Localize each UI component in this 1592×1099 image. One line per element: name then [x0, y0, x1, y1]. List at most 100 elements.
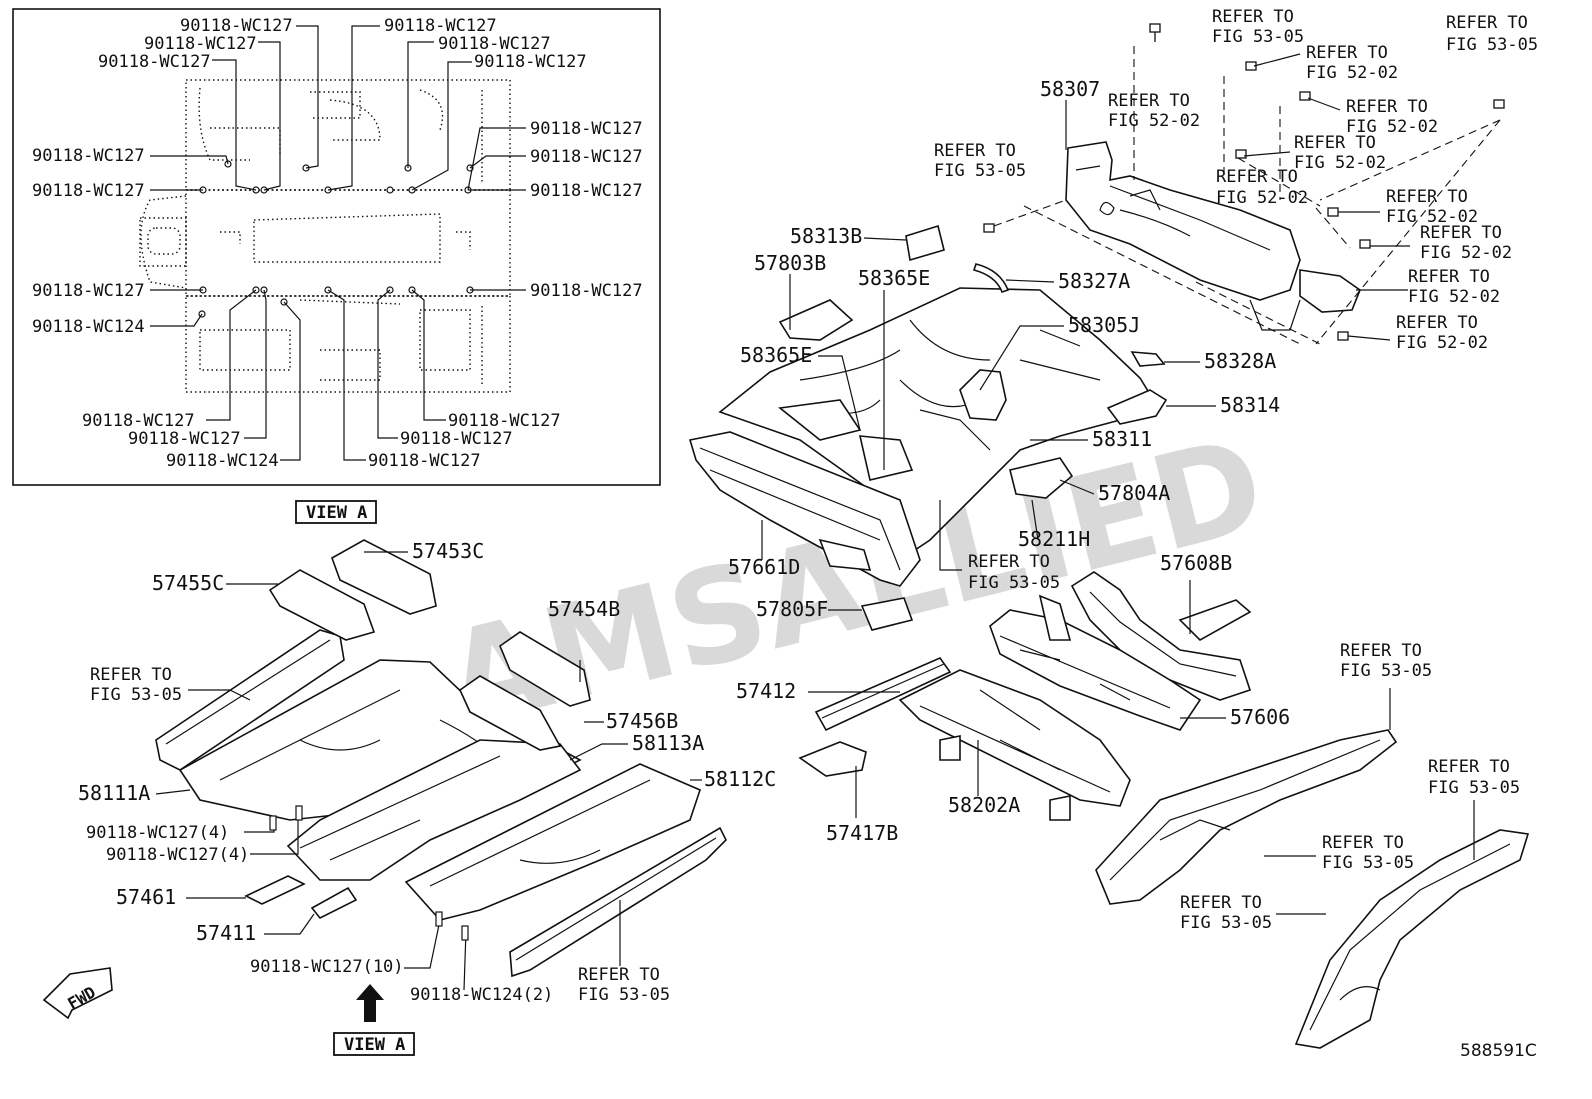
underside-floor-outline [139, 79, 511, 393]
fastener-f4: 90118-WC124(2) [410, 985, 553, 1005]
label-57803B: 57803B [754, 251, 826, 275]
svg-text:FIG 52-02: FIG 52-02 [1108, 111, 1200, 131]
svg-text:REFER TO: REFER TO [1216, 167, 1298, 187]
label-58327A: 58327A [1058, 269, 1130, 293]
svg-text:FIG 52-02: FIG 52-02 [1294, 153, 1386, 173]
label-58305J: 58305J [1068, 313, 1140, 337]
rear-crossmember-58307 [1065, 141, 1361, 331]
va-label-b6: 90118-WC127 [368, 451, 481, 471]
svg-text:FIG 52-02: FIG 52-02 [1420, 243, 1512, 263]
rocker-right [509, 826, 727, 978]
tunnel-57661D [688, 431, 921, 587]
va-label-t4: 90118-WC127 [384, 16, 497, 36]
bracket-57417B [798, 741, 867, 777]
va-label-b2: 90118-WC127 [128, 429, 241, 449]
svg-text:FIG 52-02: FIG 52-02 [1216, 188, 1308, 208]
rear-side-member-lower [1294, 829, 1530, 1049]
part-labels: 58307 58313B 57803B 58365E 58327A 58305J… [78, 77, 1290, 945]
svg-text:REFER TO: REFER TO [1108, 91, 1190, 111]
va-label-t6: 90118-WC127 [474, 52, 587, 72]
label-57455C: 57455C [152, 571, 224, 595]
svg-text:REFER TO: REFER TO [1294, 133, 1376, 153]
small-brackets [778, 224, 1166, 631]
va-label-r1: 90118-WC127 [530, 119, 643, 139]
svg-text:REFER TO: REFER TO [1386, 187, 1468, 207]
label-58307: 58307 [1040, 77, 1100, 101]
svg-text:FIG 53-05: FIG 53-05 [1322, 853, 1414, 873]
svg-text:REFER TO: REFER TO [90, 665, 172, 685]
svg-text:FIG 53-05: FIG 53-05 [934, 161, 1026, 181]
svg-text:REFER TO: REFER TO [1396, 313, 1478, 333]
va-label-r2: 90118-WC127 [530, 147, 643, 167]
svg-text:FIG 53-05: FIG 53-05 [1212, 27, 1304, 47]
label-57411: 57411 [196, 921, 256, 945]
crossmembers-front [244, 539, 591, 920]
svg-text:FIG 53-05: FIG 53-05 [1340, 661, 1432, 681]
label-58328A: 58328A [1204, 349, 1276, 373]
svg-text:REFER TO: REFER TO [1340, 641, 1422, 661]
svg-text:VIEW A: VIEW A [344, 1035, 405, 1055]
svg-text:REFER TO: REFER TO [968, 552, 1050, 572]
label-58314: 58314 [1220, 393, 1280, 417]
svg-text:FIG 53-05: FIG 53-05 [90, 685, 182, 705]
svg-text:FIG 52-02: FIG 52-02 [1346, 117, 1438, 137]
label-58202A: 58202A [948, 793, 1020, 817]
label-57805F: 57805F [756, 597, 828, 621]
va-label-l1: 90118-WC127 [32, 146, 145, 166]
view-a-leaders [150, 25, 526, 461]
bolt-holes [198, 160, 474, 318]
fastener-labels: 90118-WC127(4) 90118-WC127(4) 90118-WC12… [86, 823, 553, 1005]
view-a-inset: 90118-WC127 90118-WC127 90118-WC127 9011… [12, 8, 661, 486]
svg-text:REFER TO: REFER TO [1180, 893, 1262, 913]
svg-text:FIG 52-02: FIG 52-02 [1306, 63, 1398, 83]
svg-text:FIG 53-05: FIG 53-05 [968, 573, 1060, 593]
label-58111A: 58111A [78, 781, 150, 805]
svg-text:REFER TO: REFER TO [934, 141, 1016, 161]
label-58365E-b: 58365E [740, 343, 812, 367]
label-58313B: 58313B [790, 224, 862, 248]
va-label-b5: 90118-WC127 [400, 429, 513, 449]
label-58112C: 58112C [704, 767, 776, 791]
tunnel-58113A [286, 739, 582, 881]
fastener-f1: 90118-WC127(4) [86, 823, 229, 843]
va-label-r3: 90118-WC127 [530, 181, 643, 201]
inset-frame [12, 8, 661, 486]
fastener-f2: 90118-WC127(4) [106, 845, 249, 865]
svg-text:FIG 53-05: FIG 53-05 [1180, 913, 1272, 933]
label-57417B: 57417B [826, 821, 898, 845]
va-label-t5: 90118-WC127 [438, 34, 551, 54]
view-a-title: VIEW A [295, 500, 377, 524]
svg-text:REFER TO: REFER TO [1322, 833, 1404, 853]
svg-text:REFER TO: REFER TO [1306, 43, 1388, 63]
label-57661D: 57661D [728, 555, 800, 579]
svg-text:REFER TO: REFER TO [1408, 267, 1490, 287]
svg-text:FIG 52-02: FIG 52-02 [1408, 287, 1500, 307]
label-58365E-a: 58365E [858, 266, 930, 290]
view-a-bottom-label: VIEW A [333, 1032, 415, 1056]
va-label-l4: 90118-WC124 [32, 317, 145, 337]
label-57453C: 57453C [412, 539, 484, 563]
svg-text:REFER TO: REFER TO [1428, 757, 1510, 777]
label-57804A: 57804A [1098, 481, 1170, 505]
label-58211H: 58211H [1018, 527, 1090, 551]
svg-text:FIG 52-02: FIG 52-02 [1396, 333, 1488, 353]
crossmember-57606 [989, 594, 1202, 731]
label-57461: 57461 [116, 885, 176, 909]
